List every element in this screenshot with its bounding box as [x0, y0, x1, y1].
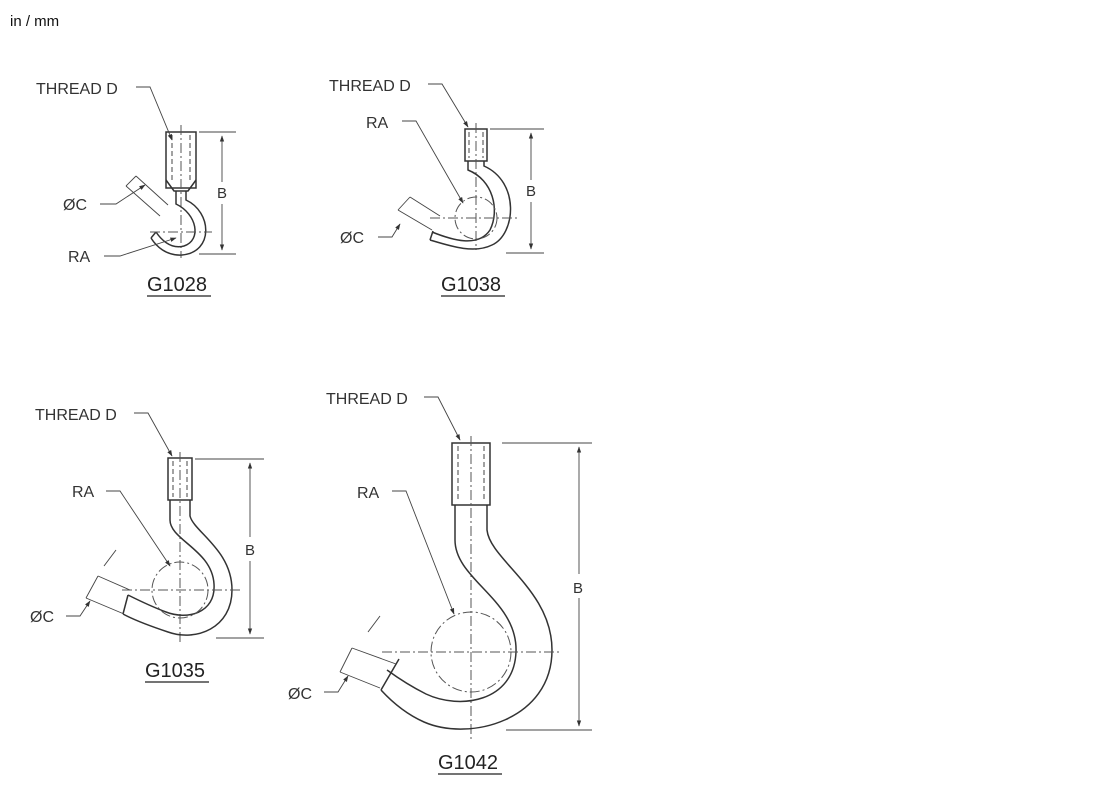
thread-d-label: THREAD D: [36, 81, 118, 98]
model-g1028: G1028: [147, 274, 207, 296]
radius-a-label: RA: [72, 484, 95, 501]
diameter-c-label: ØC: [30, 609, 54, 626]
thread-d-label: THREAD D: [35, 407, 117, 424]
units-label: in / mm: [10, 13, 60, 30]
radius-a-label: RA: [366, 115, 389, 132]
radius-a-label: RA: [68, 249, 91, 266]
length-b-label: B: [573, 580, 583, 597]
thread-d-label: THREAD D: [326, 391, 408, 408]
radius-a-label: RA: [357, 485, 380, 502]
hook-g1028: [100, 86, 236, 258]
hook-g1038: [378, 83, 544, 254]
model-g1042: G1042: [438, 752, 498, 774]
length-b-label: B: [526, 183, 536, 200]
hook-g1035: [66, 412, 264, 645]
hook-g1042: [324, 396, 592, 740]
diameter-c-label: ØC: [288, 686, 312, 703]
length-b-label: B: [217, 185, 227, 202]
model-g1038: G1038: [441, 274, 501, 296]
thread-d-label: THREAD D: [329, 78, 411, 95]
length-b-label: B: [245, 542, 255, 559]
model-g1035: G1035: [145, 660, 205, 682]
diameter-c-label: ØC: [340, 230, 364, 247]
diameter-c-label: ØC: [63, 197, 87, 214]
